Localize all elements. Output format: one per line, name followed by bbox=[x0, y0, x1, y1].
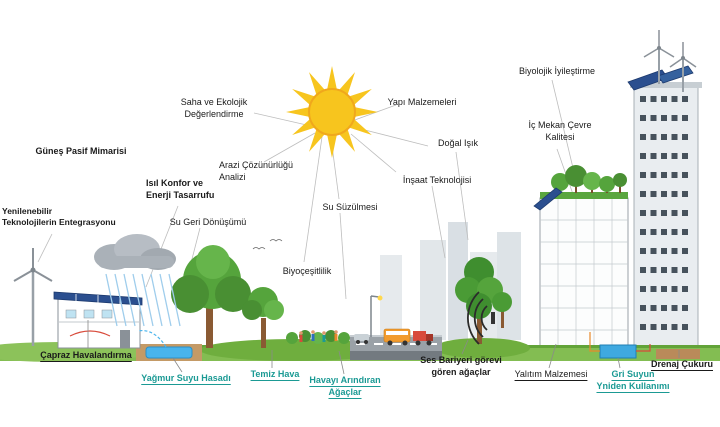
label-saha-ekolojik: Saha ve Ekolojik Değerlendirme bbox=[180, 97, 248, 119]
small-tree-icon bbox=[242, 287, 284, 348]
people-icon bbox=[299, 330, 338, 342]
wind-turbine-left-icon bbox=[13, 248, 53, 346]
rainwater-pond-icon bbox=[145, 346, 193, 359]
sound-barrier-trees-icon bbox=[455, 257, 512, 344]
label-su-geri-donusumu: Su Geri Dönüşümü bbox=[169, 217, 247, 227]
label-su-suzulmesi: Su Süzülmesi bbox=[322, 202, 378, 212]
label-biyolojik-iyilestirme: Biyolojik İyileştirme bbox=[518, 66, 596, 76]
label-dogal-isik: Doğal Işık bbox=[437, 138, 479, 148]
bushes-icon bbox=[286, 330, 350, 344]
birds-icon bbox=[252, 239, 283, 250]
label-havayi-arindiran-agaclar: Havayı Arındıran Ağaçlar bbox=[309, 375, 381, 397]
tall-building bbox=[627, 65, 702, 357]
label-capraz-havalandirma: Çapraz Havalandırma bbox=[40, 350, 132, 360]
label-yenilenebilir-teknolojiler: Yenilenebilir Teknolojilerin Entegrasyon… bbox=[2, 206, 116, 228]
label-insaat-teknolojisi: İnşaat Teknolojisi bbox=[402, 175, 472, 185]
street-lamp-icon bbox=[370, 295, 383, 337]
label-drenaj-cukuru: Drenaj Çukuru bbox=[650, 359, 713, 369]
vehicles bbox=[354, 328, 433, 346]
label-gri-suyun-kullanimi: Gri Suyun Yniden Kullanımı bbox=[596, 369, 670, 391]
label-arazi-cozunurlugu: Arazi Çözünürlüğü Analizi bbox=[219, 160, 294, 182]
greywater-tank-icon bbox=[589, 332, 651, 359]
sound-wave-icon bbox=[467, 291, 495, 345]
passive-solar-house bbox=[53, 291, 143, 349]
leader-lines bbox=[87, 320, 680, 375]
label-temiz-hava: Temiz Hava bbox=[250, 369, 300, 379]
rain-cloud-icon bbox=[94, 234, 181, 327]
ventilation-arrow-icon bbox=[69, 330, 111, 337]
large-tree-icon bbox=[171, 245, 251, 348]
green-roof-building bbox=[533, 165, 629, 357]
water-recycle-line bbox=[137, 329, 167, 348]
car-icon bbox=[354, 334, 369, 341]
city-skyline-silhouette bbox=[380, 222, 521, 340]
drainage-pit-icon bbox=[656, 349, 700, 359]
facade-solar-panel-icon bbox=[533, 187, 563, 211]
label-gunes-pasif-mimarisi: Güneş Pasif Mimarisi bbox=[35, 146, 127, 156]
rain-icon bbox=[105, 273, 181, 327]
label-biyocesitlilik: Biyoçeşitlilik bbox=[282, 266, 332, 276]
connector-lines bbox=[37, 79, 575, 300]
wind-turbines-right-icon bbox=[643, 30, 697, 92]
roof-trees-icon bbox=[551, 165, 627, 193]
bus-icon bbox=[383, 328, 411, 343]
label-isil-konfor: Isıl Konfor ve Enerji Tasarrufu bbox=[146, 178, 215, 200]
truck-icon bbox=[413, 331, 426, 341]
sun-icon bbox=[286, 66, 378, 158]
label-ses-bariyeri-agaclar: Ses Bariyeri görevi gören ağaçlar bbox=[420, 355, 502, 377]
label-ic-mekan-cevre-kalitesi: İç Mekan Çevre Kalitesi bbox=[528, 120, 592, 142]
label-yalitim-malzemesi: Yalıtım Malzemesi bbox=[514, 369, 588, 379]
label-yapi-malzemeleri: Yapı Malzemeleri bbox=[387, 97, 457, 107]
label-yagmur-suyu-hasadi: Yağmur Suyu Hasadı bbox=[141, 373, 231, 383]
